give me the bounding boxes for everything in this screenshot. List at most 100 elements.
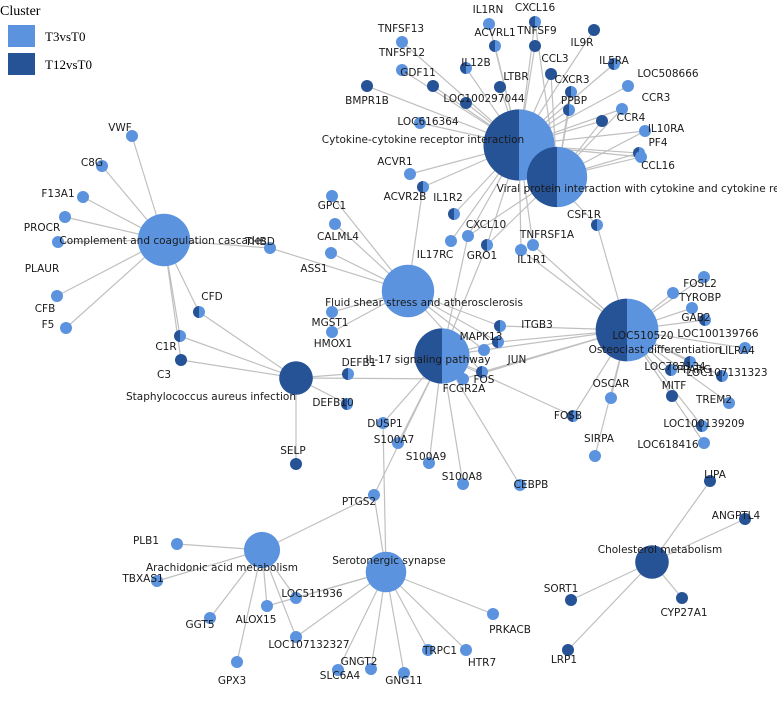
gene-node-IL1R2-t3-half xyxy=(454,208,460,220)
gene-node-MGST1-circle xyxy=(326,306,338,318)
gene-node-FOSL2 xyxy=(698,271,710,283)
gene-node-F13A1 xyxy=(77,191,89,203)
edge-ANGPTL4-chm xyxy=(651,518,746,563)
gene-label-GPX3: GPX3 xyxy=(218,675,246,687)
edge-CFD-sai xyxy=(198,311,297,379)
gene-node-GNG11 xyxy=(398,667,410,679)
gene-node-FOS xyxy=(476,366,488,378)
gene-label-TBXAS1: TBXAS1 xyxy=(121,573,163,585)
gene-node-PROCR-circle xyxy=(59,211,71,223)
gene-node-GPC1-circle xyxy=(326,190,338,202)
gene-node-IL9R-circle xyxy=(588,24,600,36)
gene-node-DEFB10-t12-half xyxy=(341,398,347,410)
gene-node-TNFSF9-circle xyxy=(529,40,541,52)
gene-node-GPC1 xyxy=(326,190,338,202)
gene-node-LOC783134-t12-half xyxy=(665,364,671,376)
term-node-vpi xyxy=(526,146,588,208)
gene-node-TYROBP xyxy=(667,287,679,299)
gene-label-FOSL2: FOSL2 xyxy=(683,278,717,290)
gene-label-VWF: VWF xyxy=(108,122,132,134)
gene-label-CCR3: CCR3 xyxy=(642,92,671,104)
gene-node-FCGR2A xyxy=(457,373,469,385)
gene-node-CCL3-circle xyxy=(545,68,557,80)
gene-node-LOC510520-circle xyxy=(637,323,649,335)
gene-node-CCL3 xyxy=(545,68,557,80)
gene-node-IL12B-t12-half xyxy=(460,62,466,74)
gene-node-IL10RA-circle xyxy=(639,125,651,137)
gene-node-CXCL16-t3-half xyxy=(535,16,541,28)
gene-node-F5-circle xyxy=(60,322,72,334)
gene-node-THBD-circle xyxy=(264,242,276,254)
gene-node-DEFB10 xyxy=(341,398,353,410)
gene-node-GPX3 xyxy=(231,656,243,668)
gene-node-LOC511936-circle xyxy=(290,592,302,604)
gene-node-SIRPA xyxy=(589,450,601,462)
gene-node-LOC100139209-t3-half xyxy=(702,420,708,432)
gene-node-ALOX15 xyxy=(261,600,273,612)
gene-node-LOC100297044-circle xyxy=(460,97,472,109)
gene-label-PPARG: PPARG xyxy=(677,364,712,376)
edge-GPX3-aam xyxy=(236,549,263,663)
gene-node-IL12B xyxy=(460,62,472,74)
term-node-ocd-t12-half xyxy=(595,298,627,362)
gene-node-TNFSF13 xyxy=(396,36,408,48)
gene-node-CXCR3-t12-half xyxy=(565,86,571,98)
gene-label-SELP: SELP xyxy=(280,445,305,457)
gene-node-ACVR2B-t3-half xyxy=(423,181,429,193)
gene-node-ITGB3-t3-half xyxy=(500,320,506,332)
gene-label-F13A1: F13A1 xyxy=(41,188,74,200)
gene-node-CYP27A1-circle xyxy=(676,592,688,604)
gene-node-TNFSF9 xyxy=(529,40,541,52)
gene-node-ASS1 xyxy=(325,247,337,259)
gene-node-CXCR3-t3-half xyxy=(571,86,577,98)
gene-label-ASS1: ASS1 xyxy=(300,263,327,275)
gene-node-LOC511936 xyxy=(290,592,302,604)
gene-label-LOC783134: LOC783134 xyxy=(644,361,705,373)
gene-node-ACVRL1-t12-half xyxy=(489,40,495,52)
term-node-ssy-circle xyxy=(365,551,407,593)
gene-label-IL10RA: IL10RA xyxy=(648,123,685,135)
gene-node-S100A9 xyxy=(423,457,435,469)
gene-label-BMPR1B: BMPR1B xyxy=(345,95,389,107)
gene-label-CCL16: CCL16 xyxy=(641,160,675,172)
gene-label-FCGR2A: FCGR2A xyxy=(443,383,486,395)
edge-C3-sai xyxy=(180,359,297,379)
gene-node-CXCL16-t12-half xyxy=(529,16,535,28)
gene-label-LOC510520: LOC510520 xyxy=(612,330,673,342)
gene-label-MAPK13: MAPK13 xyxy=(460,331,503,343)
gene-node-CCR4-circle xyxy=(596,115,608,127)
gene-node-BMPR1B xyxy=(361,80,373,92)
gene-label-ACVR1: ACVR1 xyxy=(377,156,413,168)
gene-node-TREM2-circle xyxy=(723,397,735,409)
gene-node-S100A8 xyxy=(457,478,469,490)
legend-swatch-t12 xyxy=(8,53,35,75)
gene-node-MAPK13 xyxy=(478,344,490,356)
gene-node-LOC100139766 xyxy=(699,314,711,326)
term-label-il17: IL-17 signaling pathway xyxy=(366,354,491,366)
gene-node-IL1R2-t12-half xyxy=(448,208,454,220)
gene-node-SELP xyxy=(290,458,302,470)
term-node-il17 xyxy=(414,328,470,384)
gene-node-IL5RA xyxy=(608,58,620,70)
gene-node-C3-circle xyxy=(175,354,187,366)
gene-node-LOC107131323-t3-half xyxy=(722,370,728,382)
gene-node-DEFB10-t3-half xyxy=(347,398,353,410)
gene-node-LTBR-circle xyxy=(494,81,506,93)
gene-label-LOC100297044: LOC100297044 xyxy=(443,93,525,105)
gene-label-ANGPTL4: ANGPTL4 xyxy=(712,510,761,522)
edge-C1R-sai xyxy=(179,335,297,379)
term-node-ssy xyxy=(365,551,407,593)
edge-LRP1-chm xyxy=(567,561,653,651)
gene-node-GRO1-t12-half xyxy=(481,239,487,251)
gene-node-MITF-circle xyxy=(666,390,678,402)
gene-label-GRO1: GRO1 xyxy=(467,250,497,262)
gene-node-LILRA4 xyxy=(739,342,751,354)
gene-node-C1R-t3-half xyxy=(180,330,186,342)
gene-node-C3 xyxy=(175,354,187,366)
gene-node-FOSB-t3-half xyxy=(573,410,579,422)
gene-label-IL17RC: IL17RC xyxy=(417,249,453,261)
gene-node-CCR3-circle xyxy=(616,103,628,115)
gene-node-ACVR1 xyxy=(404,168,416,180)
legend-label-t12: T12vsT0 xyxy=(45,57,92,72)
gene-node-FOSB-t12-half xyxy=(567,410,573,422)
